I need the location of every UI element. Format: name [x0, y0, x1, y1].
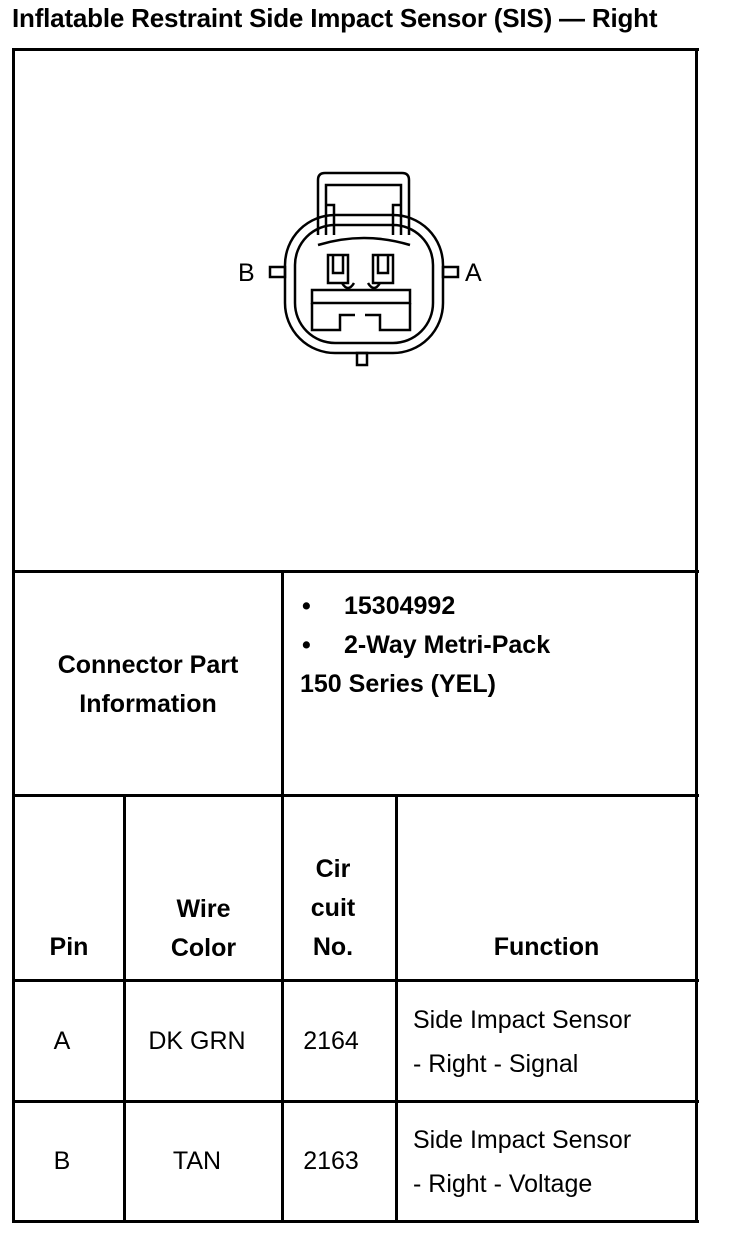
- row-b-function-line1: Side Impact Sensor: [413, 1126, 632, 1154]
- pin-label-b: B: [238, 259, 255, 287]
- latch-outer: [316, 171, 411, 235]
- connector-series: 150 Series (YEL): [300, 670, 496, 698]
- latch-step: [326, 203, 401, 235]
- row-b-pin: B: [53, 1147, 71, 1175]
- table-border-top: [13, 48, 699, 51]
- bullet: •: [302, 631, 311, 659]
- row-b-function-line2: - Right - Voltage: [413, 1170, 593, 1198]
- lock-detail: [340, 282, 382, 290]
- row-a-wire-color: DK GRN: [148, 1026, 246, 1055]
- connector-part-info: • 15304992 • 2-Way Metri-Pack 150 Series (…: [300, 587, 550, 704]
- connector-face-diagram: B A: [238, 171, 482, 367]
- table-border-bottom: [13, 1220, 699, 1223]
- header-wire-color-line1: Wire: [176, 895, 231, 923]
- col-divider-circuit: [395, 794, 398, 1223]
- terminal-left: [326, 253, 350, 285]
- key-right: [441, 265, 460, 279]
- table-border-left: [12, 48, 15, 1223]
- row-a-pin: A: [53, 1026, 71, 1055]
- lock-bar: [310, 288, 412, 305]
- row-b-wire-color: TAN: [172, 1147, 222, 1175]
- row-a-function-line1: Side Impact Sensor: [413, 1006, 632, 1034]
- housing-inner: [293, 223, 435, 345]
- part-number: 15304992: [344, 592, 456, 620]
- connector-type-item: • 2-Way Metri-Pack: [300, 626, 550, 665]
- latch-inner: [324, 183, 403, 235]
- row-a-circuit: 2164: [303, 1026, 359, 1055]
- terminal-left-slot: [331, 255, 345, 275]
- header-function: Function: [398, 928, 695, 967]
- bullet: •: [302, 592, 311, 620]
- divider-header: [13, 979, 699, 982]
- row-b-function: Side Impact Sensor - Right - Voltage: [413, 1118, 631, 1206]
- header-circuit-line1: Cir: [315, 855, 351, 883]
- pin-label-a: A: [465, 259, 482, 287]
- key-left: [268, 265, 287, 279]
- connector-type: 2-Way Metri-Pack: [344, 631, 551, 659]
- row-a-function-line2: - Right - Signal: [413, 1050, 579, 1078]
- row-a-function: Side Impact Sensor - Right - Signal: [413, 998, 631, 1086]
- header-circuit: Cir cuit No.: [284, 850, 382, 967]
- terminal-right: [371, 253, 395, 285]
- header-pin-text: Pin: [49, 933, 89, 961]
- header-wire-color-line2: Color: [170, 934, 237, 962]
- header-pin: Pin: [15, 928, 123, 967]
- cavity-arc: [317, 236, 411, 247]
- divider-info: [13, 794, 699, 797]
- divider-row: [13, 1100, 699, 1103]
- header-circuit-line2: cuit: [310, 894, 356, 922]
- table-border-right: [695, 48, 698, 1223]
- lock-tab-left: [310, 303, 355, 332]
- connector-part-label-line2: Information: [79, 690, 217, 718]
- connector-part-label: Connector Part Information: [15, 645, 281, 725]
- header-wire-color: Wire Color: [126, 890, 281, 968]
- divider-diagram: [13, 570, 699, 573]
- terminal-right-slot: [376, 255, 390, 275]
- row-b-circuit: 2163: [303, 1147, 359, 1175]
- lock-tab-right: [365, 303, 412, 332]
- connector-part-label-line1: Connector Part: [57, 651, 239, 679]
- header-circuit-line3: No.: [312, 933, 354, 961]
- part-number-item: • 15304992: [300, 587, 550, 626]
- page-title: Inflatable Restraint Side Impact Sensor …: [12, 3, 658, 33]
- key-bottom: [355, 351, 369, 367]
- col-divider-info: [281, 570, 284, 1223]
- header-function-text: Function: [493, 933, 600, 961]
- col-divider-pin: [123, 794, 126, 1223]
